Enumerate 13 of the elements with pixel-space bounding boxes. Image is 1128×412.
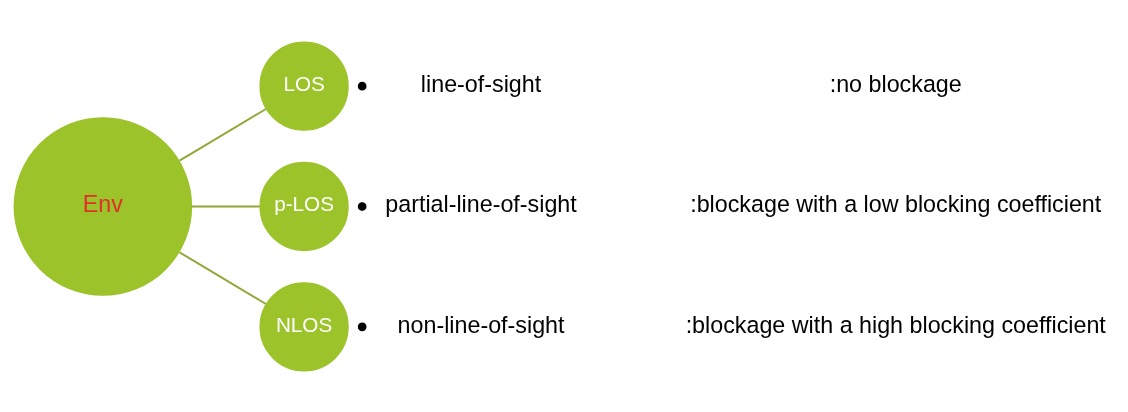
label: :no blockage (829, 70, 962, 97)
node-label: line-of-sight (420, 70, 542, 97)
node-circle: Env (13, 116, 193, 296)
node-circle: NLOS (259, 281, 349, 371)
node-circle: LOS (259, 41, 349, 131)
node-label: partial-line-of-sight (385, 190, 577, 217)
label: :blockage with a low blocking coefficient (690, 190, 1102, 217)
connector (178, 107, 267, 162)
connector (190, 205, 261, 207)
label: :blockage with a high blocking coefficient (685, 311, 1106, 338)
connector (178, 250, 267, 305)
node-circle: p-LOS (259, 161, 349, 251)
node-label: non-line-of-sight (397, 311, 565, 338)
